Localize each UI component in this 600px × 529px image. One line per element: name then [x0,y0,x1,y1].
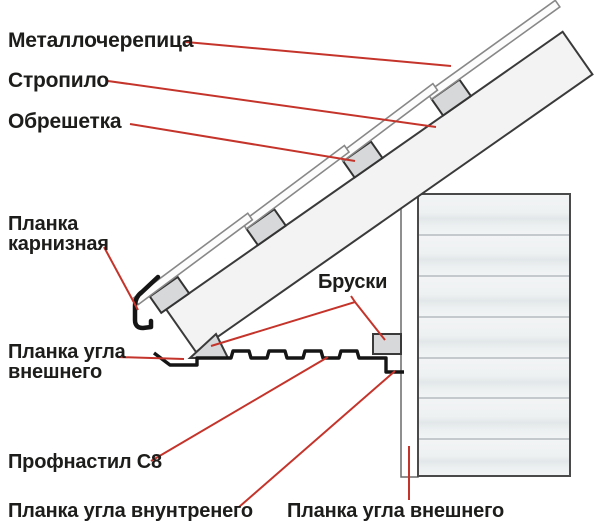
label-planka-ugla-vneshnego-left: Планка угла внешнего [8,342,126,382]
lathing-batten [148,275,191,315]
wall-siding [417,193,571,477]
metal-tile-sheet [132,0,561,306]
wall-brusok [372,333,402,355]
leader-planka-karniznaya [103,246,139,311]
leader-bruski-stub [350,295,356,303]
label-obreshetka: Обрешетка [8,110,122,133]
label-planka-karniznaya-line1: Планка [8,213,79,235]
leader-planka-ugla-vneshnego-left [116,356,185,360]
label-stropilo: Стропило [8,69,109,92]
label-planka-ugla-vneshnego-left-line1: Планка угла [8,341,126,363]
label-planka-ugla-vneshnego-left-line2: внешнего [8,361,103,383]
leader-lines [103,41,452,508]
eaves-strip-planka-karniznaya [132,274,161,331]
label-metallocherepitsa: Металлочерепица [8,29,194,52]
inner-corner-strip [375,356,404,374]
label-profnastil: Профнастил С8 [8,451,162,473]
leader-obreshetka [129,123,356,162]
wall-section [400,193,571,478]
siding-panel-lines [419,234,569,440]
leader-profnastil [150,356,329,462]
leader-bruski-branches [210,300,386,347]
leader-metallocherepitsa [185,41,452,67]
label-bruski: Бруски [318,271,388,293]
label-planka-karniznaya: Планка карнизная [8,214,109,254]
label-planka-karniznaya-line2: карнизная [8,233,109,255]
wall-corner-trim [400,193,419,478]
label-planka-ugla-vneshnego-bottom: Планка угла внешнего [287,500,504,522]
leader-stropilo [107,80,437,128]
outer-corner-strip-and-profiled-sheet [152,349,375,367]
label-planka-ugla-vnutrenego: Планка угла внунтренего [8,500,253,522]
leader-planka-ugla-vnutrenego [238,370,396,508]
roof-assembly [132,0,594,354]
